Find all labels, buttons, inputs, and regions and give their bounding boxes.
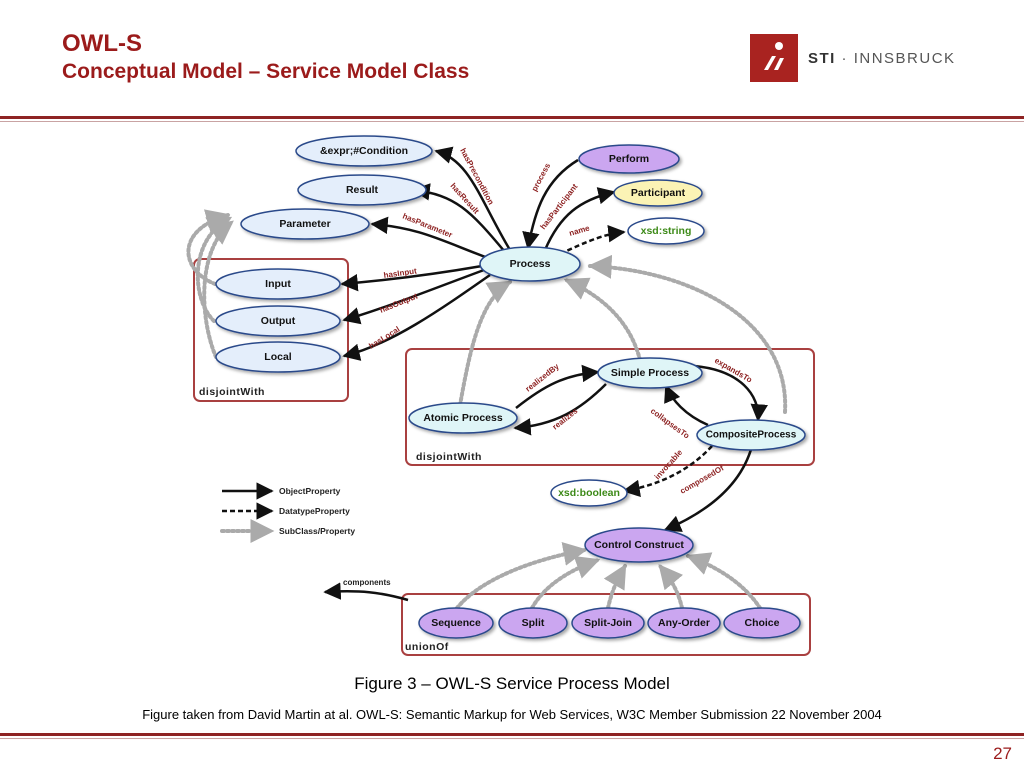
union-box — [401, 593, 811, 656]
node-split-join — [571, 607, 645, 639]
node-split — [498, 607, 568, 639]
label-has-local: hasLocal — [367, 325, 401, 351]
edge-has-input — [340, 264, 483, 292]
edge-has-parameter — [370, 216, 489, 260]
node-choice — [723, 607, 801, 639]
edge-realized-by — [515, 364, 600, 409]
sti-logo-text: STI · INNSBRUCK — [808, 49, 956, 67]
legend-subclass-property: SubClass/Property — [279, 526, 355, 536]
disjoint-process-box — [405, 348, 815, 466]
node-xsd-boolean-label: xsd:boolean — [558, 487, 620, 499]
subclass-any-order — [658, 564, 684, 610]
slide-subtitle: Conceptual Model – Service Model Class — [62, 60, 470, 83]
slide-title-block: OWL-S Conceptual Model – Service Model C… — [62, 30, 469, 86]
node-input — [215, 268, 341, 300]
node-simple-process-label: Simple Process — [611, 367, 689, 379]
node-input-label: Input — [265, 278, 291, 290]
subclass-composite-process — [587, 254, 788, 414]
subclass-local-parameter — [202, 220, 234, 359]
edge-has-precondition — [434, 146, 512, 251]
legend-datatype-property: DatatypeProperty — [279, 506, 350, 516]
node-participant-label: Participant — [631, 187, 686, 199]
node-simple-process — [597, 357, 703, 389]
edge-has-local — [342, 273, 491, 361]
subclass-split — [530, 555, 601, 610]
node-split-label: Split — [522, 617, 545, 629]
label-components: components — [343, 578, 391, 587]
node-xsd-boolean — [550, 479, 628, 507]
node-result — [297, 174, 427, 206]
label-has-output: hasOutput — [378, 291, 419, 314]
node-control-construct — [584, 527, 694, 563]
diagram-legend: ObjectProperty DatatypeProperty SubClass… — [220, 482, 355, 543]
node-output — [215, 305, 341, 337]
subclass-simple-process — [563, 277, 642, 362]
node-atomic-process — [408, 402, 518, 434]
node-split-join-label: Split-Join — [584, 617, 632, 629]
disjoint-params-label: disjointWith — [199, 386, 265, 398]
node-composite-process — [696, 419, 806, 451]
node-result-label: Result — [346, 184, 379, 196]
subclass-split-join — [603, 563, 627, 610]
node-local — [215, 341, 341, 373]
union-label: unionOf — [405, 641, 449, 653]
disjoint-params-box — [193, 258, 349, 402]
node-parameter — [240, 208, 370, 240]
subclass-sequence — [455, 542, 588, 610]
node-xsd-string — [627, 217, 705, 245]
edge-collapses-to — [664, 384, 709, 427]
edge-process — [522, 158, 579, 250]
node-xsd-string-label: xsd:string — [641, 225, 692, 237]
edge-composed-of — [663, 445, 754, 532]
subclass-atomic-process — [458, 280, 513, 407]
node-any-order-label: Any-Order — [658, 617, 710, 629]
node-process-label: Process — [510, 258, 551, 270]
edge-invocable — [622, 445, 713, 498]
edge-name — [559, 224, 626, 256]
edge-realizes — [513, 383, 607, 436]
label-name: name — [568, 223, 591, 238]
subclass-output-parameter — [195, 216, 233, 323]
slide-title: OWL-S — [62, 30, 142, 57]
node-local-label: Local — [264, 351, 292, 363]
node-choice-label: Choice — [744, 617, 779, 629]
node-parameter-label: Parameter — [279, 218, 330, 230]
node-control-construct-label: Control Construct — [594, 539, 684, 551]
node-sequence-label: Sequence — [431, 617, 481, 629]
disjoint-process-label: disjointWith — [416, 451, 482, 463]
node-condition-label: &expr;#Condition — [320, 145, 408, 157]
header-rule-thin — [0, 121, 1024, 122]
header-rule — [0, 116, 1024, 119]
subclass-choice — [685, 552, 762, 610]
edge-has-participant — [543, 187, 616, 251]
edge-expands-to — [693, 364, 768, 422]
figure-source: Figure taken from David Martin at al. OW… — [142, 707, 882, 722]
node-composite-process-label: CompositeProcess — [706, 430, 797, 441]
node-any-order — [647, 607, 721, 639]
edge-has-output — [342, 268, 485, 325]
node-participant — [613, 179, 703, 207]
sti-logo: STI · INNSBRUCK — [750, 34, 956, 82]
node-output-label: Output — [261, 315, 296, 327]
edge-components — [323, 582, 409, 602]
node-perform-label: Perform — [609, 153, 649, 165]
node-perform — [578, 144, 680, 174]
node-atomic-process-label: Atomic Process — [423, 412, 503, 424]
legend-object-property: ObjectProperty — [279, 486, 341, 496]
sti-logo-icon — [750, 34, 798, 82]
figure-caption: Figure 3 – OWL-S Service Process Model — [354, 674, 670, 693]
node-condition — [295, 135, 433, 167]
node-sequence — [418, 607, 494, 639]
node-process — [479, 246, 581, 282]
page-number: 27 — [993, 744, 1012, 763]
footer-rule — [0, 733, 1024, 736]
footer-rule-thin — [0, 738, 1024, 739]
